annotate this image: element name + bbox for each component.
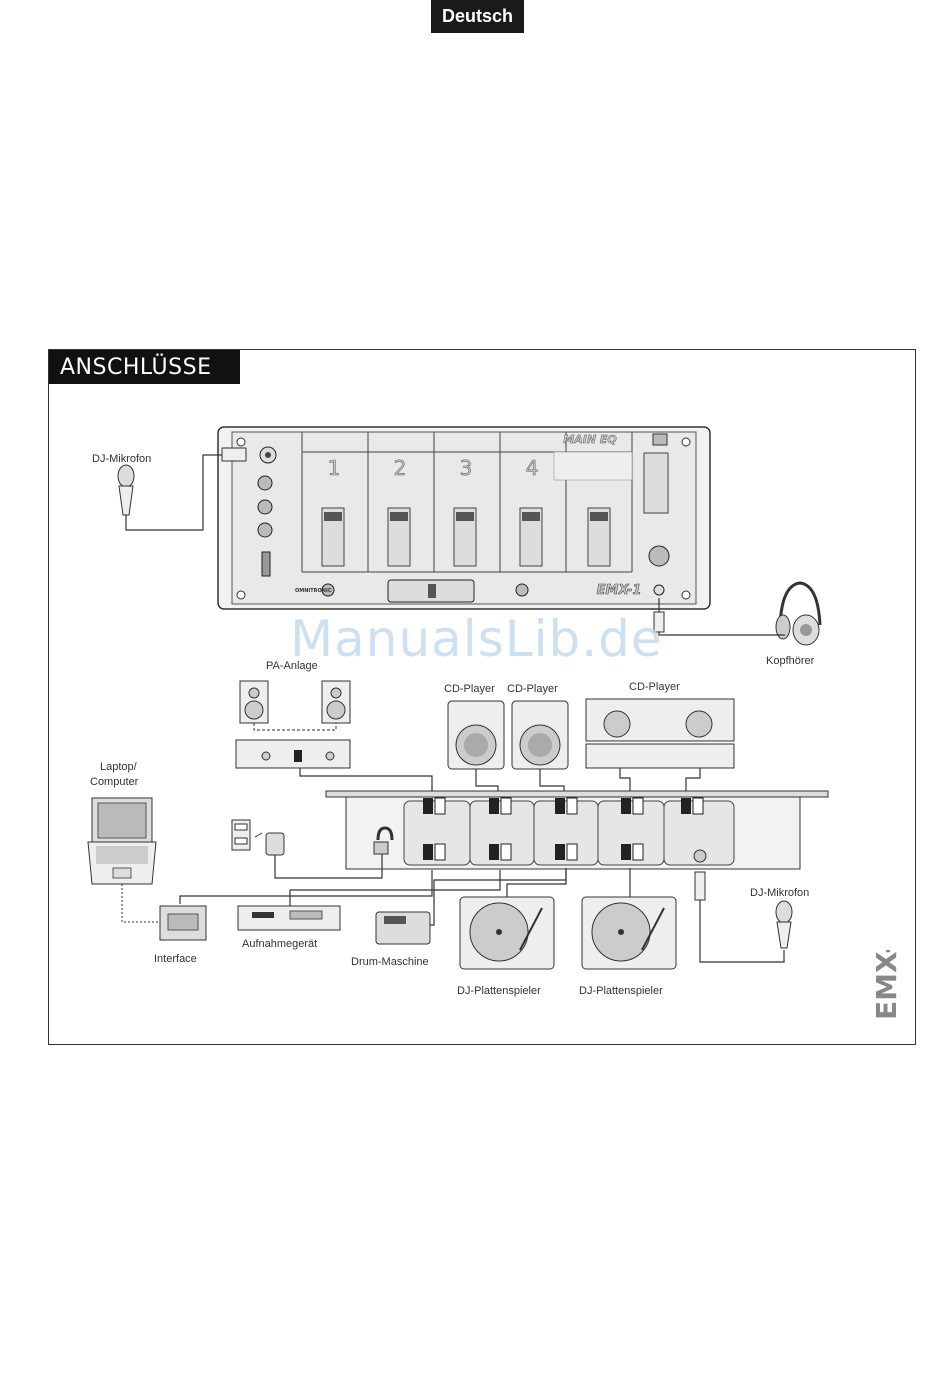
rca-plug-pair-9 <box>633 844 643 860</box>
channel-number-1: 1 <box>328 456 341 480</box>
rca-plug-pair-8 <box>567 844 577 860</box>
channel-number-4: 4 <box>526 456 539 480</box>
label-turntable-1: DJ-Plattenspieler <box>457 985 541 997</box>
label-cd-player-3: CD-Player <box>629 681 680 693</box>
label-cd-player-1: CD-Player <box>444 683 495 695</box>
rca-plug-8 <box>555 844 565 860</box>
rca-plug-7 <box>489 844 499 860</box>
side-brand-text: EMX-I <box>870 950 903 1020</box>
rca-plug-pair-2 <box>501 798 511 814</box>
fader-cap-2 <box>390 512 408 521</box>
channel-number-3: 3 <box>460 456 473 480</box>
label-interface: Interface <box>154 953 197 965</box>
rca-plug-pair-1 <box>435 798 445 814</box>
side-brand-logo: EMX-I <box>836 950 916 1020</box>
rca-plug-pair-5 <box>693 798 703 814</box>
fader-cap-1 <box>324 512 342 521</box>
channel-number-2: 2 <box>394 456 407 480</box>
main-eq-label: MAIN EQ <box>563 433 616 446</box>
rca-plug-1 <box>423 798 433 814</box>
turntables <box>460 868 676 969</box>
rca-plug-2 <box>489 798 499 814</box>
dj-microphone-bottom <box>695 872 792 962</box>
rca-plug-9 <box>621 844 631 860</box>
watermark: ManualsLib.de <box>290 610 663 668</box>
audio-interface <box>160 906 206 940</box>
fader-cap-4 <box>522 512 540 521</box>
label-laptop-line2: Computer <box>90 776 139 788</box>
mixer-model-logo: EMX-1 <box>597 583 642 598</box>
rca-plug-5 <box>681 798 691 814</box>
label-headphones: Kopfhörer <box>766 655 815 667</box>
rca-plug-pair-4 <box>633 798 643 814</box>
rca-plug-3 <box>555 798 565 814</box>
rca-plug-4 <box>621 798 631 814</box>
label-drum-machine: Drum-Maschine <box>351 956 429 968</box>
fader-cap-3 <box>456 512 474 521</box>
label-dj-mic-top: DJ-Mikrofon <box>92 453 151 465</box>
label-dj-mic-bottom: DJ-Mikrofon <box>750 887 809 899</box>
rca-plug-pair-7 <box>501 844 511 860</box>
label-turntable-2: DJ-Plattenspieler <box>579 985 663 997</box>
rca-plug-6 <box>423 844 433 860</box>
fader-cap-5 <box>590 512 608 521</box>
label-laptop-line1: Laptop/ <box>100 761 138 773</box>
rca-plug-pair-3 <box>567 798 577 814</box>
mixer-brand-logo: OMNITRONIC <box>295 588 332 594</box>
label-recorder: Aufnahmegerät <box>242 938 317 950</box>
pa-speakers <box>236 681 432 792</box>
cd-players <box>448 699 734 792</box>
label-cd-player-2: CD-Player <box>507 683 558 695</box>
rca-plug-pair-6 <box>435 844 445 860</box>
